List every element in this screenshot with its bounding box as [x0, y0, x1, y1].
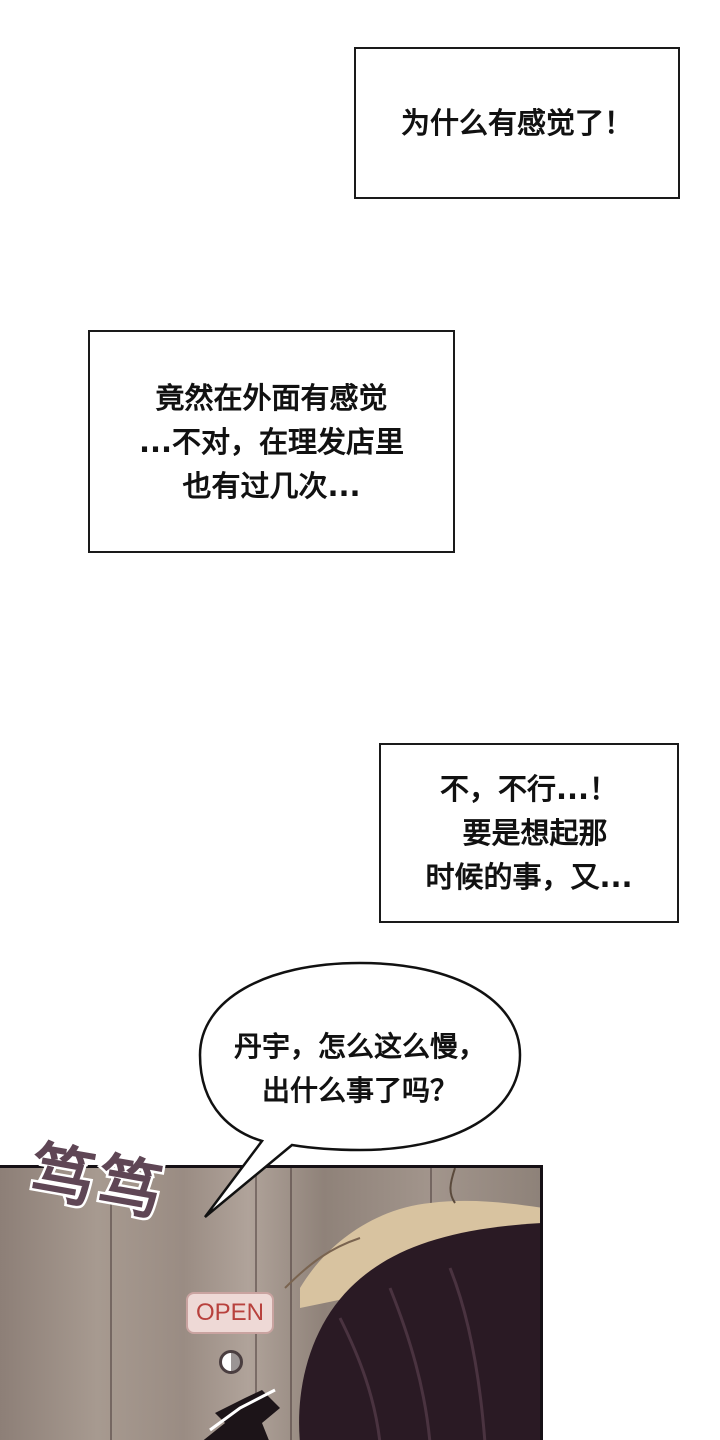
door-shadow [203, 1390, 280, 1440]
caption-3-line-2: 要是想起那 [462, 816, 608, 850]
open-sign: OPEN [186, 1292, 274, 1334]
caption-2-line-1: 竟然在外面有感觉 [155, 380, 388, 415]
caption-1-line-1: 为什么有感觉了！ [400, 106, 633, 140]
caption-2-line-3: 也有过几次... [182, 468, 361, 503]
speech-line-2: 出什么事了吗？ [261, 1074, 458, 1107]
speech-bubble-outline [198, 961, 522, 1218]
door-knob [219, 1350, 243, 1374]
speech-bubble [198, 961, 522, 1218]
comic-panel [0, 1165, 543, 1440]
caption-3-line-1: 不，不行...！ [439, 772, 619, 806]
caption-box-1: 为什么有感觉了！ [354, 47, 680, 199]
speech-bubble-text: 丹宇，怎么这么慢， 出什么事了吗？ [200, 1025, 520, 1113]
caption-box-3: 不，不行...！ 要是想起那 时候的事，又... [379, 743, 679, 923]
caption-2-line-2: ...不对，在理发店里 [138, 424, 405, 459]
speech-line-1: 丹宇，怎么这么慢， [233, 1030, 486, 1063]
character-illustration [203, 1168, 540, 1440]
caption-3-line-3: 时候的事，又... [425, 860, 633, 894]
caption-box-2: 竟然在外面有感觉 ...不对，在理发店里 也有过几次... [88, 330, 455, 553]
wood-plank-seam [110, 1168, 112, 1440]
wood-plank-seam [290, 1168, 292, 1440]
